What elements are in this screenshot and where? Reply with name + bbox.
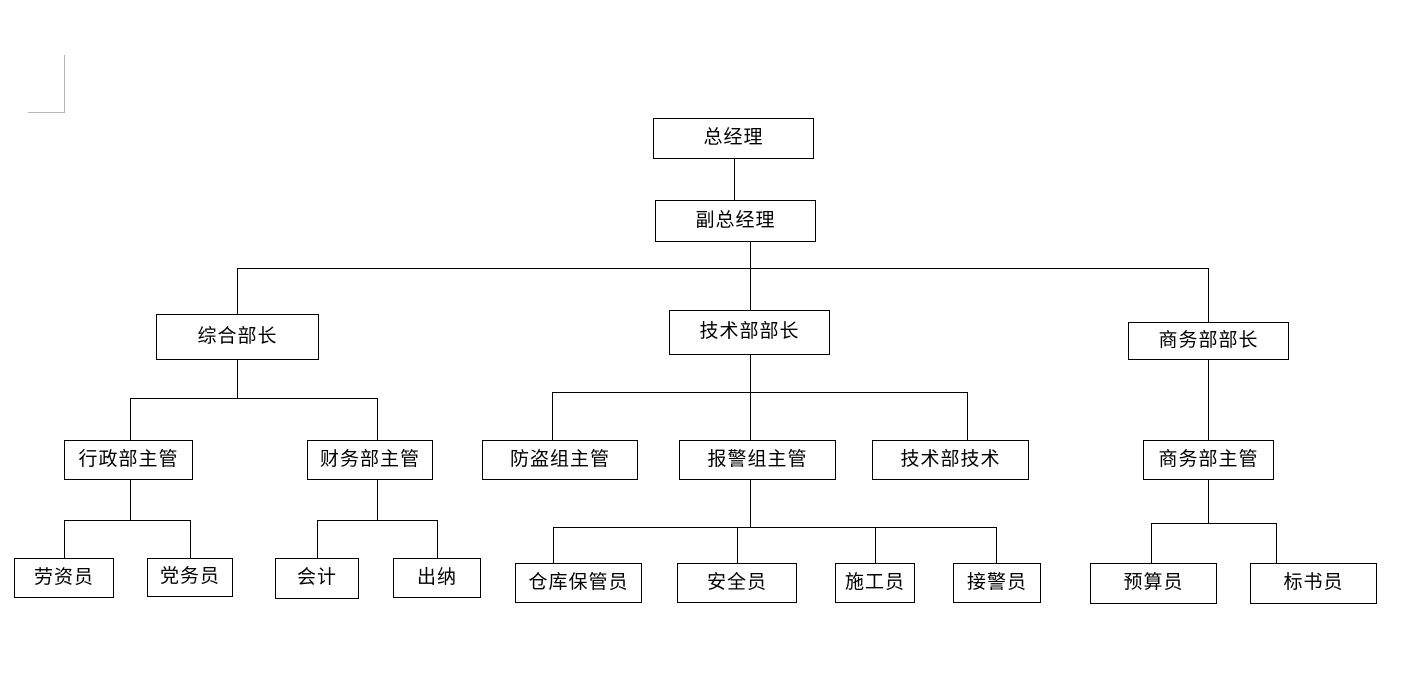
- connector-deputy-to-comprehensive: [237, 268, 238, 314]
- node-bid-document-officer[interactable]: 标书员: [1250, 563, 1377, 604]
- node-cashier[interactable]: 出纳: [393, 558, 481, 598]
- node-budget-officer[interactable]: 预算员: [1090, 563, 1217, 604]
- node-label: 副总经理: [695, 209, 776, 231]
- connector-deputy-bus: [237, 268, 1209, 269]
- connector-admin-drop: [130, 480, 131, 520]
- node-warehouse-keeper[interactable]: 仓库保管员: [515, 563, 642, 603]
- connector-alarm-drop: [750, 480, 751, 527]
- connector-admin-to-party: [190, 520, 191, 558]
- connector-business-to-bid: [1276, 523, 1277, 563]
- connector-deputy-drop: [750, 242, 751, 268]
- connector-gm-to-deputy: [734, 158, 735, 200]
- node-deputy-general-manager[interactable]: 副总经理: [655, 200, 816, 242]
- node-label: 预算员: [1123, 572, 1184, 593]
- connector-admin-bus: [64, 520, 190, 521]
- node-label: 财务部主管: [319, 448, 420, 470]
- node-label: 标书员: [1283, 572, 1344, 593]
- node-label: 党务员: [159, 566, 220, 587]
- node-label: 接警员: [966, 571, 1027, 593]
- node-admin-dept-supervisor[interactable]: 行政部主管: [64, 440, 193, 480]
- connector-deputy-to-business: [1208, 268, 1209, 322]
- node-label: 出纳: [416, 566, 457, 588]
- connector-alarm-to-warehouse: [553, 527, 554, 563]
- node-label: 防盗组主管: [509, 448, 610, 470]
- node-label: 总经理: [703, 127, 764, 148]
- connector-comprehensive-bus: [130, 398, 378, 399]
- node-label: 仓库保管员: [528, 571, 629, 593]
- connector-deputy-to-technical: [750, 268, 751, 310]
- connector-comprehensive-to-admin: [130, 398, 131, 440]
- node-label: 劳资员: [33, 566, 94, 588]
- node-label: 行政部主管: [78, 448, 179, 470]
- node-technical-dept-technician[interactable]: 技术部技术: [872, 440, 1029, 480]
- node-label: 施工员: [844, 571, 905, 593]
- connector-admin-to-labor: [64, 520, 65, 558]
- connector-alarm-bus: [553, 527, 997, 528]
- node-safety-officer[interactable]: 安全员: [677, 563, 797, 603]
- node-party-affairs-officer[interactable]: 党务员: [147, 558, 233, 597]
- connector-technical-drop: [750, 355, 751, 392]
- connector-alarm-to-receiver: [996, 527, 997, 563]
- node-alarm-receiver[interactable]: 接警员: [953, 563, 1041, 603]
- node-general-manager[interactable]: 总经理: [653, 118, 814, 159]
- connector-business-supervisor-bus: [1151, 523, 1276, 524]
- node-alarm-group-supervisor[interactable]: 报警组主管: [679, 440, 836, 480]
- node-label: 商务部部长: [1158, 329, 1259, 351]
- connector-finance-to-cashier: [437, 520, 438, 558]
- node-label: 商务部主管: [1158, 448, 1259, 470]
- connector-technical-to-technician: [967, 392, 968, 440]
- node-comprehensive-dept-head[interactable]: 综合部长: [156, 314, 319, 360]
- connector-technical-bus: [552, 392, 968, 393]
- connector-technical-to-antitheft: [552, 392, 553, 440]
- node-labor-officer[interactable]: 劳资员: [14, 558, 114, 598]
- node-construction-officer[interactable]: 施工员: [835, 563, 915, 603]
- connector-finance-bus: [317, 520, 437, 521]
- connector-finance-to-accountant: [317, 520, 318, 558]
- connector-business-to-supervisor: [1208, 360, 1209, 440]
- node-label: 综合部长: [197, 325, 278, 347]
- connector-finance-drop: [377, 480, 378, 520]
- node-label: 技术部部长: [699, 321, 800, 342]
- connector-comprehensive-drop: [237, 360, 238, 398]
- connector-business-supervisor-drop: [1208, 480, 1209, 523]
- connector-comprehensive-to-finance: [377, 398, 378, 440]
- page-margin-corner-mark: [28, 55, 65, 113]
- connector-business-to-budget: [1151, 523, 1152, 563]
- node-business-dept-head[interactable]: 商务部部长: [1128, 322, 1289, 360]
- node-accountant[interactable]: 会计: [275, 558, 359, 599]
- node-business-dept-supervisor[interactable]: 商务部主管: [1143, 440, 1274, 480]
- node-label: 会计: [296, 567, 337, 588]
- node-finance-dept-supervisor[interactable]: 财务部主管: [307, 440, 433, 480]
- connector-alarm-to-construction: [875, 527, 876, 563]
- node-label: 技术部技术: [900, 448, 1001, 470]
- node-technical-dept-head[interactable]: 技术部部长: [669, 310, 830, 355]
- node-label: 安全员: [706, 571, 767, 593]
- node-antitheft-group-supervisor[interactable]: 防盗组主管: [482, 440, 638, 480]
- node-label: 报警组主管: [707, 448, 808, 470]
- connector-technical-to-alarm: [750, 392, 751, 440]
- connector-alarm-to-safety: [737, 527, 738, 563]
